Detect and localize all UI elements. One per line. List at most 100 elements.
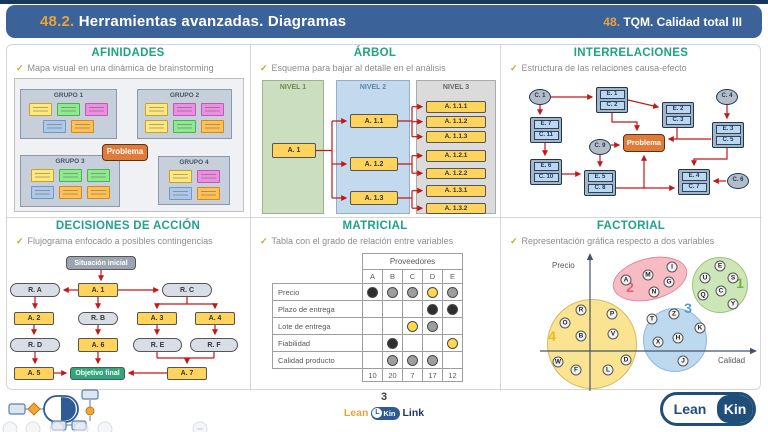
sticky-note-green	[58, 169, 82, 182]
sticky-note-orange	[71, 120, 94, 133]
affinity-group-3: GRUPO 3	[20, 155, 120, 207]
panel-afinidades: AFINIDADES ✓Mapa visual en una dinámica …	[6, 44, 250, 217]
action-node: A. 6	[78, 338, 118, 352]
relation-dot-gray	[407, 286, 418, 298]
relation-dot-gray	[427, 354, 438, 366]
sticky-note-yellow	[29, 103, 52, 116]
matrix-cell	[382, 334, 403, 352]
matrix-cell	[382, 351, 403, 369]
page-number: 3	[380, 391, 388, 403]
group-label: GRUPO 1	[53, 92, 84, 99]
tree-node: A. 1.1	[350, 114, 398, 128]
matrix-cell	[362, 317, 383, 335]
note-row	[159, 187, 229, 200]
sticky-note-blue	[168, 187, 192, 200]
leankin-link-logo: Lean L Kin Link	[0, 405, 768, 421]
player-settings-icon	[97, 421, 113, 432]
note-row	[138, 120, 231, 133]
sticky-note-magenta	[201, 103, 224, 116]
affinity-group-1: GRUPO 1	[20, 89, 117, 139]
panel-matricial: MATRICIAL ✓Tabla con el grado de relació…	[250, 217, 500, 391]
data-point: I	[666, 261, 678, 273]
leankin-logo-kin: Kin	[717, 395, 753, 423]
matrix-col-header: B	[382, 269, 403, 284]
data-point: C	[715, 285, 727, 297]
matrix-cell	[362, 300, 383, 318]
panel-title: INTERRELACIONES	[573, 47, 689, 59]
matrix-row-label: Lote de entrega	[272, 317, 363, 335]
leankin-logo-lean: Lean	[673, 401, 707, 417]
matrix-row-label: Plazo de entrega	[272, 300, 363, 318]
level-label: NIVEL 2	[359, 84, 387, 91]
grid-divider-horizontal	[6, 217, 762, 218]
player-menu-icon	[73, 421, 89, 432]
group-notes	[21, 103, 116, 133]
check-icon: ✓	[16, 63, 24, 73]
tree-node: A. 1.2.1	[426, 150, 486, 162]
panel-title: ÁRBOL	[353, 47, 397, 59]
data-point: S	[727, 272, 739, 284]
problema-badge: Problema	[623, 134, 665, 152]
sticky-note-yellow	[145, 120, 168, 133]
problema-badge: Problema	[102, 144, 148, 161]
panel-title: DECISIONES DE ACCIÓN	[55, 220, 201, 232]
logo-badge: L Kin	[371, 406, 400, 420]
matrix-cell	[402, 283, 423, 301]
data-point: H	[672, 332, 684, 344]
sticky-note-magenta	[196, 170, 220, 183]
matrix-cell	[422, 300, 443, 318]
data-point: M	[642, 269, 654, 281]
tree-node: A. 1.3.2	[426, 202, 486, 214]
leankin-logo: Lean Kin	[660, 392, 756, 426]
data-point: K	[694, 322, 706, 334]
level-label: NIVEL 3	[442, 84, 470, 91]
result-node: R. A	[10, 283, 60, 297]
result-node: R. D	[10, 338, 60, 352]
cause-node: C. 6	[727, 173, 749, 189]
matrix-row-label: Fiabilidad	[272, 334, 363, 352]
matrix-cell	[422, 317, 443, 335]
sticky-note-blue	[43, 120, 66, 133]
matrix-cell	[362, 283, 383, 301]
check-icon: ✓	[510, 236, 518, 246]
x-axis-label: Calidad	[718, 356, 746, 365]
player-controls[interactable]	[0, 421, 230, 432]
matrix-col-header: D	[422, 269, 443, 284]
relation-dot-black	[387, 337, 398, 349]
sticky-note-green	[57, 103, 80, 116]
matrix-cell	[382, 283, 403, 301]
matrix-cell	[402, 351, 423, 369]
action-node: A. 3	[137, 312, 177, 325]
group-label: GRUPO 4	[179, 159, 209, 166]
check-icon: ✓	[260, 63, 268, 73]
panel-title: FACTORIAL	[596, 220, 666, 232]
relation-dot-gray	[447, 286, 458, 298]
data-point: J	[677, 355, 689, 367]
slide-title-text: Herramientas avanzadas. Diagramas	[78, 13, 347, 30]
group-label: GRUPO 3	[55, 158, 85, 165]
note-row	[159, 170, 229, 183]
group-notes	[159, 170, 229, 200]
matrix-total: 17	[422, 368, 443, 382]
data-point: A	[620, 274, 632, 286]
data-point: Q	[697, 289, 709, 301]
panel-interrelaciones: INTERRELACIONES ✓Estructura de las relac…	[500, 44, 762, 217]
data-point: E	[714, 260, 726, 272]
data-point: W	[552, 356, 564, 368]
data-point: Z	[668, 308, 680, 320]
y-axis-label: Precio	[552, 261, 575, 270]
sticky-note-blue	[30, 186, 54, 199]
cause-node: C. 4	[716, 89, 738, 105]
result-node: R. E	[133, 338, 182, 352]
relation-matrix: Proveedores A B C D E Precio Plazo de en…	[272, 253, 463, 382]
relation-dot-yellow	[427, 286, 438, 298]
matrix-cell	[402, 317, 423, 335]
matrix-row-label: Calidad producto	[272, 351, 363, 369]
action-node: A. 2	[14, 312, 54, 325]
matrix-cell	[402, 300, 423, 318]
